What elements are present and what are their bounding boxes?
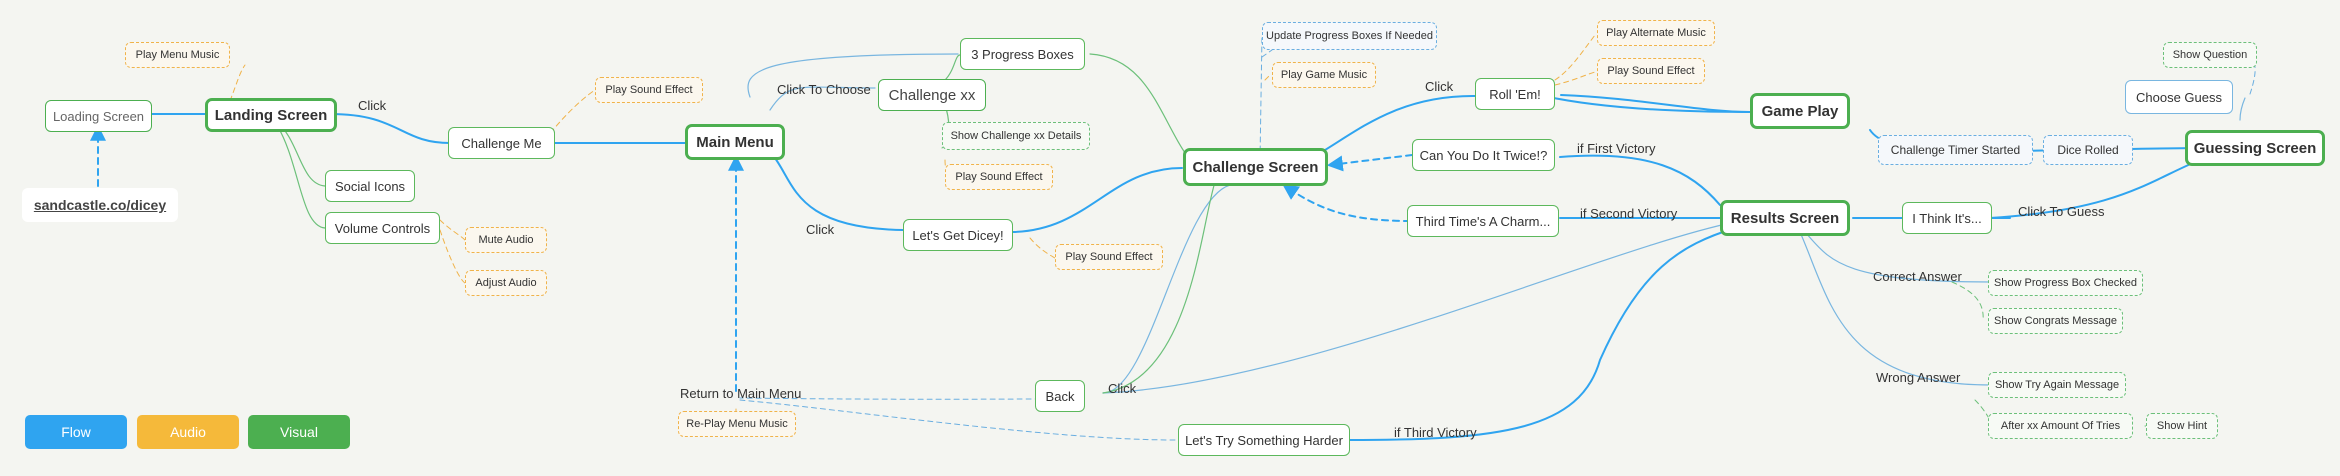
show-question-node[interactable]: Show Question: [2163, 42, 2257, 68]
i-think-its-node[interactable]: I Think It's...: [1902, 202, 1992, 234]
play-game-music-node[interactable]: Play Game Music: [1272, 62, 1376, 88]
choose-guess-node[interactable]: Choose Guess: [2125, 80, 2233, 114]
edge-label-click-to-choose: Click To Choose: [777, 82, 871, 97]
show-congrats-message-node[interactable]: Show Congrats Message: [1988, 308, 2123, 334]
main-menu-node[interactable]: Main Menu: [685, 124, 785, 160]
legend-audio: Audio: [137, 415, 239, 449]
update-progress-boxes-node[interactable]: Update Progress Boxes If Needed: [1262, 22, 1437, 50]
play-menu-music-node[interactable]: Play Menu Music: [125, 42, 230, 68]
game-play-node[interactable]: Game Play: [1750, 93, 1850, 129]
edge-label-return-to-main-menu: Return to Main Menu: [680, 386, 802, 401]
edge-label-click-1: Click: [358, 98, 387, 113]
can-you-do-it-twice-node[interactable]: Can You Do It Twice!?: [1412, 139, 1555, 171]
mute-audio-node[interactable]: Mute Audio: [465, 227, 547, 253]
show-progress-box-checked-node[interactable]: Show Progress Box Checked: [1988, 270, 2143, 296]
edge-label-if-third-victory: if Third Victory: [1394, 425, 1477, 440]
edge-label-wrong-answer: Wrong Answer: [1876, 370, 1961, 385]
loading-screen-node[interactable]: Loading Screen: [45, 100, 152, 132]
dice-rolled-node[interactable]: Dice Rolled: [2043, 135, 2133, 165]
landing-screen-node[interactable]: Landing Screen: [205, 98, 337, 132]
play-sound-effect-4-node[interactable]: Play Sound Effect: [1597, 58, 1705, 84]
play-alternate-music-node[interactable]: Play Alternate Music: [1597, 20, 1715, 46]
edge-label-if-second-victory: if Second Victory: [1580, 206, 1678, 221]
lets-get-dicey-node[interactable]: Let's Get Dicey!: [903, 219, 1013, 251]
adjust-audio-node[interactable]: Adjust Audio: [465, 270, 547, 296]
url-link[interactable]: sandcastle.co/dicey: [22, 188, 178, 222]
third-times-a-charm-node[interactable]: Third Time's A Charm...: [1407, 205, 1559, 237]
social-icons-node[interactable]: Social Icons: [325, 170, 415, 202]
edge-label-click-4: Click: [1108, 381, 1137, 396]
legend-flow: Flow: [25, 415, 127, 449]
three-progress-boxes-node[interactable]: 3 Progress Boxes: [960, 38, 1085, 70]
roll-em-node[interactable]: Roll 'Em!: [1475, 78, 1555, 110]
challenge-timer-started-node[interactable]: Challenge Timer Started: [1878, 135, 2033, 165]
legend-visual: Visual: [248, 415, 350, 449]
edge-label-if-first-victory: if First Victory: [1577, 141, 1656, 156]
edge-label-click-to-guess: Click To Guess: [2018, 204, 2105, 219]
edge-label-correct-answer: Correct Answer: [1873, 269, 1962, 284]
challenge-screen-node[interactable]: Challenge Screen: [1183, 148, 1328, 186]
show-challenge-details-node[interactable]: Show Challenge xx Details: [942, 122, 1090, 150]
guessing-screen-node[interactable]: Guessing Screen: [2185, 130, 2325, 166]
replay-menu-music-node[interactable]: Re-Play Menu Music: [678, 411, 796, 437]
challenge-me-node[interactable]: Challenge Me: [448, 127, 555, 159]
play-sound-effect-2-node[interactable]: Play Sound Effect: [945, 164, 1053, 190]
play-sound-effect-3-node[interactable]: Play Sound Effect: [1055, 244, 1163, 270]
back-node[interactable]: Back: [1035, 380, 1085, 412]
lets-try-something-harder-node[interactable]: Let's Try Something Harder: [1178, 424, 1350, 456]
edge-label-click-3: Click: [1425, 79, 1454, 94]
after-xx-tries-node[interactable]: After xx Amount Of Tries: [1988, 413, 2133, 439]
results-screen-node[interactable]: Results Screen: [1720, 200, 1850, 236]
challenge-xx-node[interactable]: Challenge xx: [878, 79, 986, 111]
show-try-again-message-node[interactable]: Show Try Again Message: [1988, 372, 2126, 398]
show-hint-node[interactable]: Show Hint: [2146, 413, 2218, 439]
volume-controls-node[interactable]: Volume Controls: [325, 212, 440, 244]
play-sound-effect-1-node[interactable]: Play Sound Effect: [595, 77, 703, 103]
edge-label-click-2: Click: [806, 222, 835, 237]
